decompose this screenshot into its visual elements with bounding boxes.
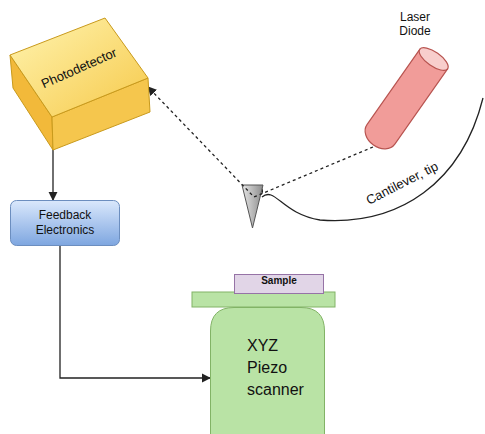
- node-text: Laser Diode: [390, 10, 440, 38]
- sample-box: Sample: [234, 274, 324, 294]
- detector-top-face: [10, 18, 148, 117]
- sample-slab: [235, 275, 324, 294]
- photodetector-outline: [8, 15, 153, 153]
- scanner-plate: [192, 292, 335, 307]
- probe-tip: [242, 185, 263, 228]
- node-text: Sample: [234, 274, 324, 288]
- process-box: Feedback Electronics: [10, 200, 120, 246]
- laser-diode: Laser Diode: [365, 8, 465, 158]
- photodetector: Photodetector: [8, 15, 153, 153]
- piezo-body: [211, 308, 325, 434]
- process-box: [11, 201, 120, 246]
- part-label: Cantilever, tip: [362, 158, 443, 209]
- laser-body: [360, 44, 452, 155]
- signal-arrow: [52, 150, 53, 200]
- laser-beam: [148, 87, 373, 197]
- piezo-scanner: XYZ Piezo scanner: [210, 307, 325, 434]
- node-text: Feedback Electronics: [16, 208, 114, 238]
- node-text: XYZ Piezo scanner: [247, 335, 313, 401]
- signal-arrow: [60, 246, 210, 378]
